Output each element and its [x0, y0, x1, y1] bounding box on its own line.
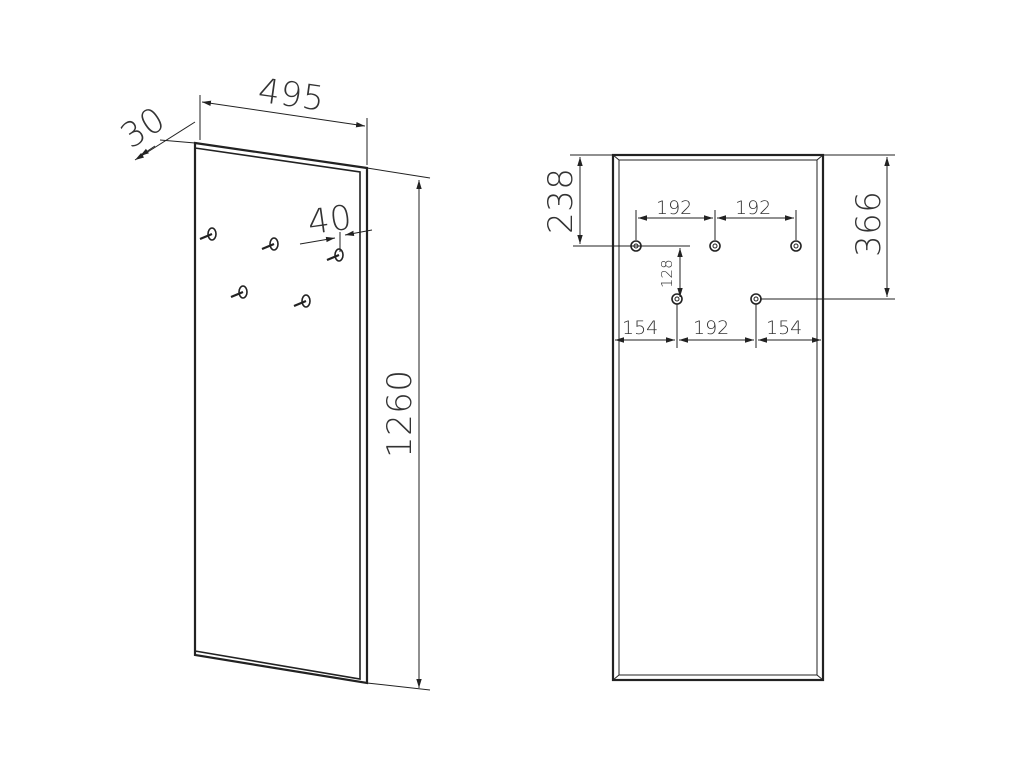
height-dimension: 1260 — [366, 167, 431, 691]
hook-offset-dimension: 40 — [299, 197, 373, 252]
hook-hole-icon — [750, 293, 762, 305]
top-offset-label: 238 — [541, 168, 581, 234]
top-spacing-left-label: 192 — [656, 197, 692, 219]
hook-hole-icon — [790, 240, 802, 252]
second-row-offset-dimension: 366 — [760, 154, 895, 300]
top-spacing-dimension: 192 192 — [635, 197, 797, 240]
hook-icon — [199, 227, 217, 241]
width-label: 495 — [256, 71, 327, 120]
top-spacing-right-label: 192 — [735, 197, 771, 219]
bottom-right-margin-label: 154 — [766, 317, 802, 339]
row-gap-label: 128 — [658, 259, 676, 288]
height-label: 1260 — [380, 369, 420, 458]
bottom-center-spacing-label: 192 — [693, 317, 729, 339]
panel-thickness-edge — [194, 147, 361, 680]
hook-hole-icon — [709, 240, 721, 252]
bottom-spacing-dimension: 154 192 154 — [615, 304, 821, 348]
hook-icon — [230, 285, 248, 299]
second-row-offset-label: 366 — [849, 191, 889, 257]
bottom-left-margin-label: 154 — [622, 317, 658, 339]
hook-icon — [293, 294, 311, 308]
hook-offset-label: 40 — [305, 197, 354, 243]
depth-dimension: 30 — [114, 99, 196, 161]
depth-label: 30 — [114, 99, 173, 157]
width-dimension: 495 — [199, 71, 368, 165]
row-gap-dimension: 128 — [658, 248, 683, 297]
hook-icon — [326, 248, 344, 262]
top-offset-dimension: 238 — [541, 154, 690, 247]
panel-front-outline — [611, 153, 825, 682]
hook-icon — [261, 237, 279, 251]
side-view: 495 30 40 1260 — [114, 71, 431, 691]
front-view: 238 366 192 192 128 — [541, 153, 895, 682]
